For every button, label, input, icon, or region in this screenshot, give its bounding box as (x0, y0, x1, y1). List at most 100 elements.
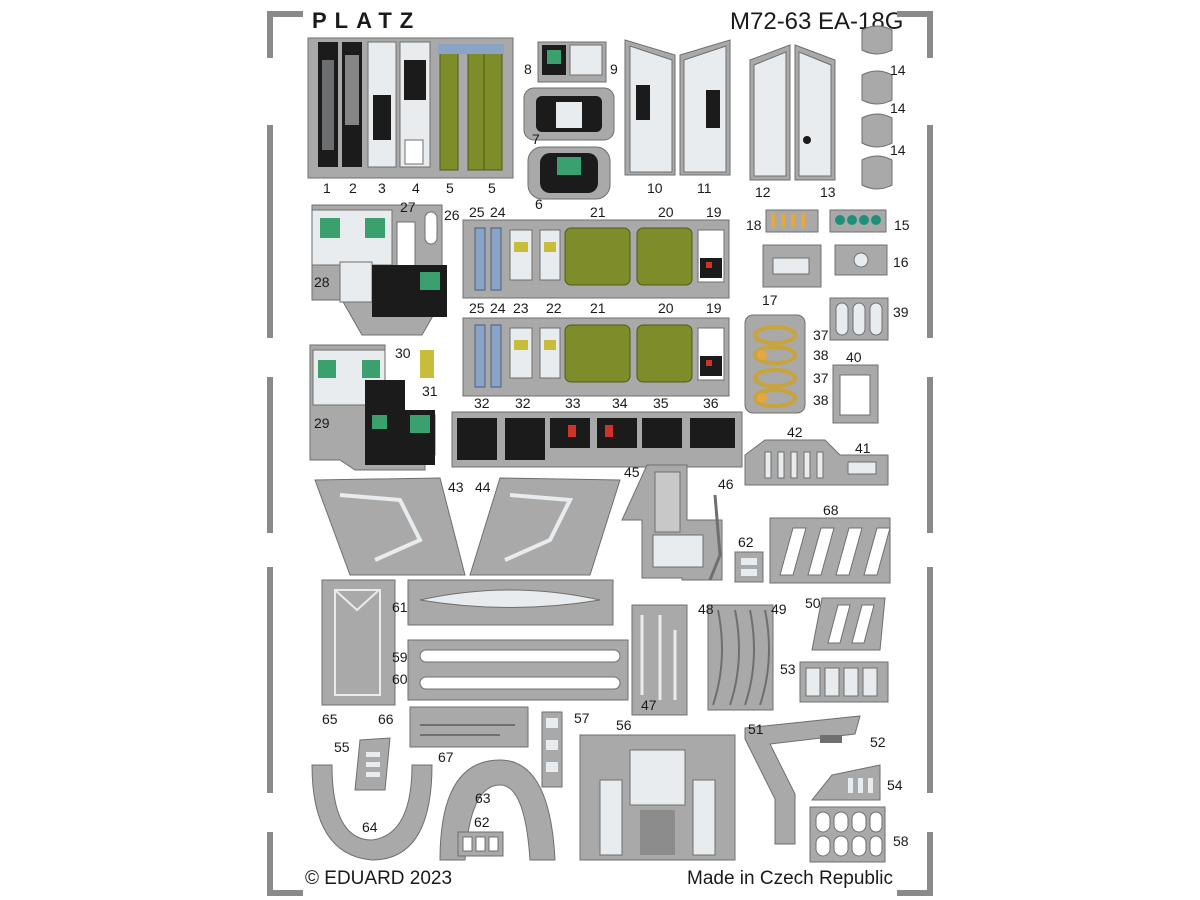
part-number-14b: 14 (890, 100, 906, 116)
part-number-32b: 32 (515, 395, 531, 411)
part-group-29-31 (309, 344, 436, 471)
part-number-2: 2 (349, 180, 357, 196)
part-number-42: 42 (787, 424, 803, 440)
part-number-44: 44 (475, 479, 491, 495)
part-number-1: 1 (323, 180, 331, 196)
part-45 (654, 471, 681, 533)
part-group-12-13 (749, 44, 836, 181)
part-number-58: 58 (893, 833, 909, 849)
part-9 (569, 44, 603, 76)
part-number-67: 67 (438, 749, 454, 765)
part-65-66 (321, 579, 396, 706)
part-group-15-18 (762, 209, 888, 288)
part-number-14c: 14 (890, 142, 906, 158)
part-group-45-46 (621, 464, 723, 581)
part-61 (419, 589, 601, 608)
part-number-62b: 62 (474, 814, 490, 830)
part-group-59-66 (321, 579, 629, 706)
part-31 (420, 350, 434, 378)
part-number-43: 43 (448, 479, 464, 495)
part-26 (424, 211, 438, 245)
part-group-19-25-bottom (462, 317, 730, 397)
part-12 (753, 51, 787, 177)
part-62a (734, 551, 764, 583)
part-number-65: 65 (322, 711, 338, 727)
part-59 (419, 649, 621, 663)
part-number-37b: 37 (813, 370, 829, 386)
part-number-23: 23 (513, 300, 529, 316)
part-number-52: 52 (870, 734, 886, 750)
part-10 (629, 45, 673, 173)
part-13 (798, 51, 832, 177)
part-number-47: 47 (641, 697, 657, 713)
part-group-55 (354, 737, 391, 791)
part-number-17: 17 (762, 292, 778, 308)
part-number-13: 13 (820, 184, 836, 200)
part-number-10: 10 (647, 180, 663, 196)
part-60 (419, 676, 621, 690)
part-number-34: 34 (612, 395, 628, 411)
part-group-14 (861, 25, 893, 190)
part-number-25a: 25 (469, 204, 485, 220)
part-number-15: 15 (894, 217, 910, 233)
part-group-19-25-top (462, 219, 730, 299)
part-number-62a: 62 (738, 534, 754, 550)
part-5b (467, 44, 487, 171)
part-35 (642, 418, 682, 448)
part-number-5b: 5 (488, 180, 496, 196)
part-number-59: 59 (392, 649, 408, 665)
part-number-51: 51 (748, 721, 764, 737)
part-32b (505, 418, 545, 460)
part-number-5a: 5 (446, 180, 454, 196)
part-number-30: 30 (395, 345, 411, 361)
part-group-32-36 (451, 411, 743, 468)
made-in-text: Made in Czech Republic (687, 868, 893, 889)
part-number-18: 18 (746, 217, 762, 233)
part-number-3: 3 (378, 180, 386, 196)
part-number-7: 7 (532, 131, 540, 147)
part-number-16: 16 (893, 254, 909, 270)
part-number-21b: 21 (590, 300, 606, 316)
part-number-60: 60 (392, 671, 408, 687)
part-number-12: 12 (755, 184, 771, 200)
part-number-4: 4 (412, 180, 420, 196)
part-group-26-28 (311, 204, 447, 336)
part-23a (509, 229, 533, 281)
part-20a (636, 227, 693, 286)
part-34 (597, 418, 637, 448)
part-group-37-41 (744, 297, 889, 424)
part-number-9: 9 (610, 61, 618, 77)
part-number-48: 48 (698, 601, 714, 617)
part-group-43-44 (314, 477, 621, 576)
part-number-25b: 25 (469, 300, 485, 316)
part-number-45: 45 (624, 464, 640, 480)
brand-logo: PLATZ (312, 8, 422, 33)
part-number-46: 46 (718, 476, 734, 492)
part-number-29: 29 (314, 415, 330, 431)
part-number-28: 28 (314, 274, 330, 290)
part-group-41-42 (744, 439, 889, 486)
part-group-51-54 (744, 715, 881, 845)
part-number-57: 57 (574, 710, 590, 726)
part-number-32a: 32 (474, 395, 490, 411)
part-number-27: 27 (400, 199, 416, 215)
part-24a (490, 227, 502, 291)
part-number-64: 64 (362, 819, 378, 835)
part-1 (318, 42, 338, 167)
part-group-56 (579, 734, 736, 861)
part-number-50: 50 (805, 595, 821, 611)
part-number-40: 40 (846, 349, 862, 365)
part-48-49 (707, 604, 774, 711)
part-number-31: 31 (422, 383, 438, 399)
part-number-6: 6 (535, 196, 543, 212)
part-group-10-11 (624, 39, 731, 176)
part-number-20b: 20 (658, 300, 674, 316)
part-number-53: 53 (780, 661, 796, 677)
part-25a (474, 227, 486, 291)
part-number-66: 66 (378, 711, 394, 727)
part-44 (469, 477, 621, 576)
part-number-35: 35 (653, 395, 669, 411)
part-21a (564, 227, 631, 286)
part-number-49: 49 (771, 601, 787, 617)
